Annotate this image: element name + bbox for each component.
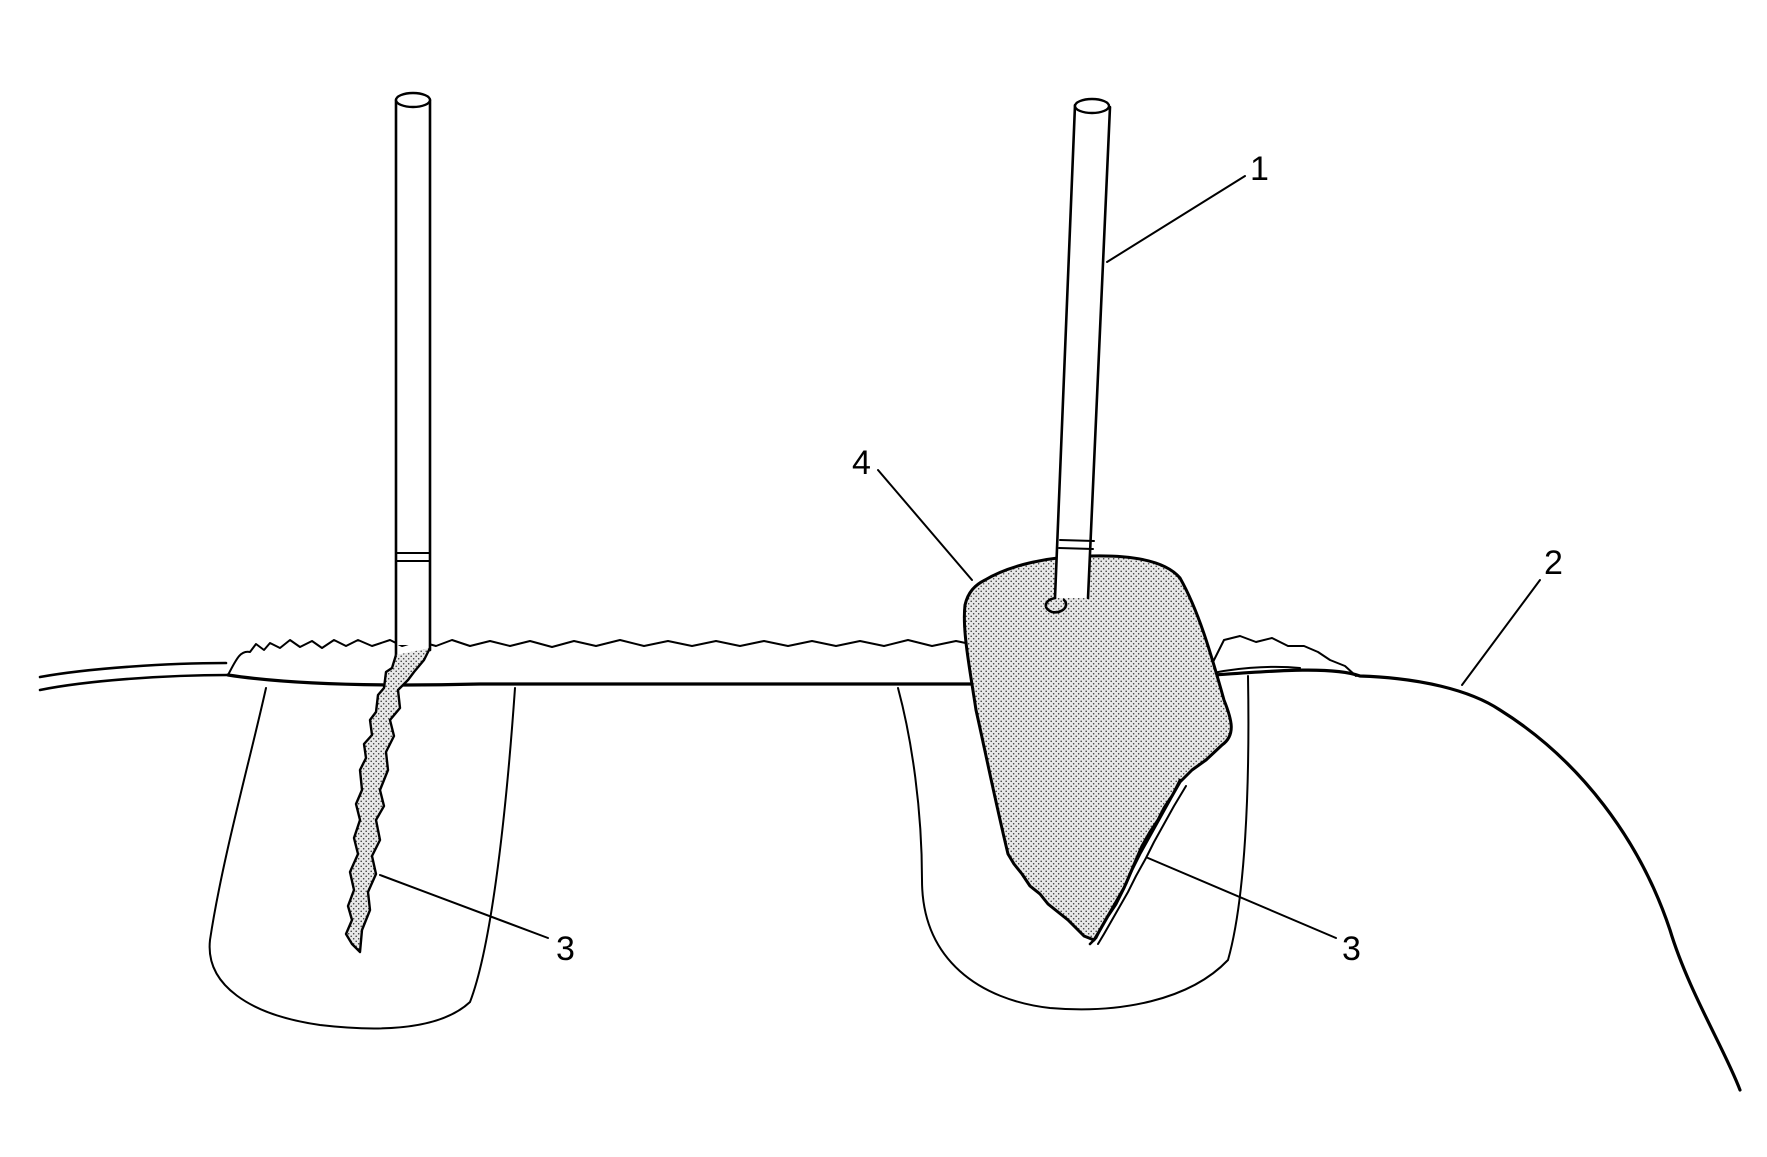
right-probe [1044,97,1112,614]
left-probe [394,91,432,657]
leader-lines [379,175,1541,939]
left-repair-zone [208,687,516,1030]
left-crack [344,647,432,954]
body-surface [38,661,1742,1092]
callout-4: 4 [852,444,871,482]
callout-3-left: 3 [556,930,575,968]
right-repair-zone [897,675,1250,1011]
callout-3-right: 3 [1342,930,1361,968]
callout-labels: 1 2 3 3 4 [556,150,1563,968]
callout-2: 2 [1544,544,1563,582]
callout-1: 1 [1250,150,1269,188]
right-patch [962,554,1233,946]
